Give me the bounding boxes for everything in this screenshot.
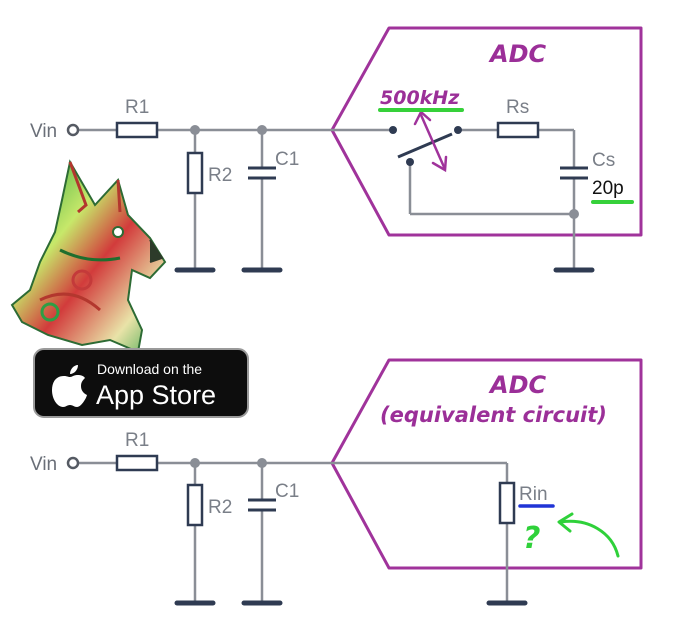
- top-switch-frequency: 500kHz: [380, 87, 460, 109]
- app-store-badge[interactable]: Download on the App Store: [33, 348, 249, 418]
- bottom-r2-label: R2: [208, 497, 232, 518]
- top-circuit: Vin R1 R2 C1 500kHz: [30, 26, 643, 273]
- top-switch-contact-bottom: [406, 158, 414, 166]
- bottom-vin-terminal: [66, 456, 80, 470]
- bottom-rin-question-mark: ?: [523, 521, 540, 556]
- bottom-junction-c1: [257, 458, 267, 468]
- bottom-adc-subtitle: (equivalent circuit): [380, 403, 607, 427]
- top-c1-label: C1: [275, 149, 299, 170]
- apple-icon: [52, 365, 87, 407]
- top-junction-cs: [569, 209, 579, 219]
- bottom-r2-resistor: [186, 483, 204, 527]
- bottom-vin-label: Vin: [30, 454, 57, 475]
- bottom-junction-r2: [190, 458, 200, 468]
- bottom-c1-capacitor: [248, 498, 276, 512]
- top-r2-resistor: [186, 151, 204, 195]
- top-switch-arrow: [413, 109, 448, 173]
- bottom-wires: [78, 461, 509, 602]
- top-adc-block: [330, 26, 643, 237]
- top-switch-blade: [397, 132, 453, 159]
- top-junction-r2: [190, 125, 200, 135]
- top-vin-label: Vin: [30, 121, 57, 142]
- bottom-r1-resistor: [115, 454, 159, 472]
- bottom-adc-title: ADC: [488, 371, 546, 399]
- top-switch-contact-left: [389, 126, 397, 134]
- top-c1-capacitor: [248, 166, 276, 180]
- bottom-c1-label: C1: [275, 481, 299, 502]
- badge-line-1: Download on the: [97, 361, 202, 377]
- top-r2-label: R2: [208, 165, 232, 186]
- bottom-rin-arrow: [557, 512, 620, 558]
- badge-line-2: App Store: [96, 380, 216, 410]
- top-wires: [78, 128, 576, 269]
- top-cs-capacitor: [560, 166, 588, 180]
- bottom-adc-block: [330, 358, 643, 570]
- top-r1-resistor: [115, 121, 159, 139]
- top-r1-label: R1: [125, 97, 149, 118]
- top-rs-resistor: [496, 121, 540, 139]
- top-cs-label: Cs: [592, 150, 615, 171]
- top-rs-label: Rs: [506, 97, 529, 118]
- top-switch-contact-right: [454, 126, 462, 134]
- robot-dog-head-icon: [10, 159, 167, 354]
- top-junction-c1: [257, 125, 267, 135]
- bottom-rin-label: Rin: [519, 484, 548, 505]
- top-adc-title: ADC: [488, 40, 546, 68]
- bottom-r1-label: R1: [125, 430, 149, 451]
- bottom-rin-resistor: [498, 481, 516, 525]
- bottom-circuit: Vin R1 R2 C1 Rin ? ADC (equivalent circu…: [30, 358, 643, 606]
- top-cs-value: 20p: [592, 178, 624, 199]
- top-vin-terminal: [66, 123, 80, 137]
